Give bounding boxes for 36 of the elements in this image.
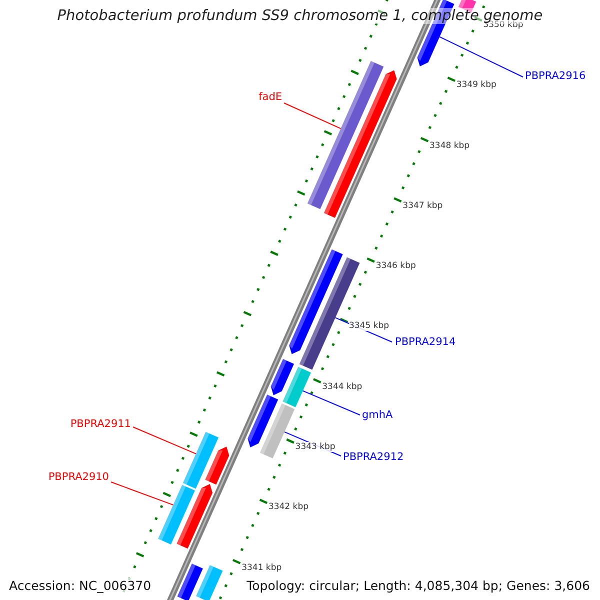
gene-block (307, 60, 384, 210)
accession-note: Accession: NC_006370 (9, 578, 152, 593)
scale-label: 3345 kbp (348, 321, 390, 332)
leader-line (132, 426, 196, 454)
gene-block (205, 446, 230, 485)
genome-stats-note: Topology: circular; Length: 4,085,304 bp; Genes: 3,606 (246, 578, 590, 593)
gene-label: fadE (258, 91, 282, 103)
scale-label: 3346 kbp (376, 261, 416, 272)
leader-line (284, 102, 342, 130)
leader-line (302, 390, 360, 416)
gene-label: PBPRA2916 (525, 70, 586, 82)
gene-block (248, 394, 278, 448)
gene-block (177, 564, 203, 600)
gene-block (282, 366, 311, 408)
scale-label: 3347 kbp (402, 200, 443, 211)
gene-label: PBPRA2912 (343, 451, 404, 463)
scale-label: 3348 kbp (430, 140, 470, 151)
gene-block (176, 484, 212, 549)
scale-label: 3342 kbp (268, 502, 308, 512)
gene-block (324, 70, 397, 218)
scale-label: 3350 kbp (483, 20, 524, 30)
leader-line (110, 482, 174, 506)
gene-label: PBPRA2910 (48, 471, 109, 483)
gene-label: PBPRA2914 (395, 336, 456, 348)
gene-block (260, 403, 295, 458)
gene-label: gmhA (362, 409, 393, 421)
scale-label: 3343 kbp (295, 442, 336, 452)
gene-block (289, 249, 343, 354)
gene-block (270, 359, 294, 396)
scale-label: 3344 kbp (322, 382, 362, 392)
gene-block (182, 432, 218, 489)
gene-label: PBPRA2911 (70, 418, 131, 430)
gene-block (196, 565, 223, 600)
gene-block (158, 484, 195, 544)
scale-label: 3349 kbp (456, 80, 496, 90)
scale-label: 3341 kbp (242, 562, 282, 573)
